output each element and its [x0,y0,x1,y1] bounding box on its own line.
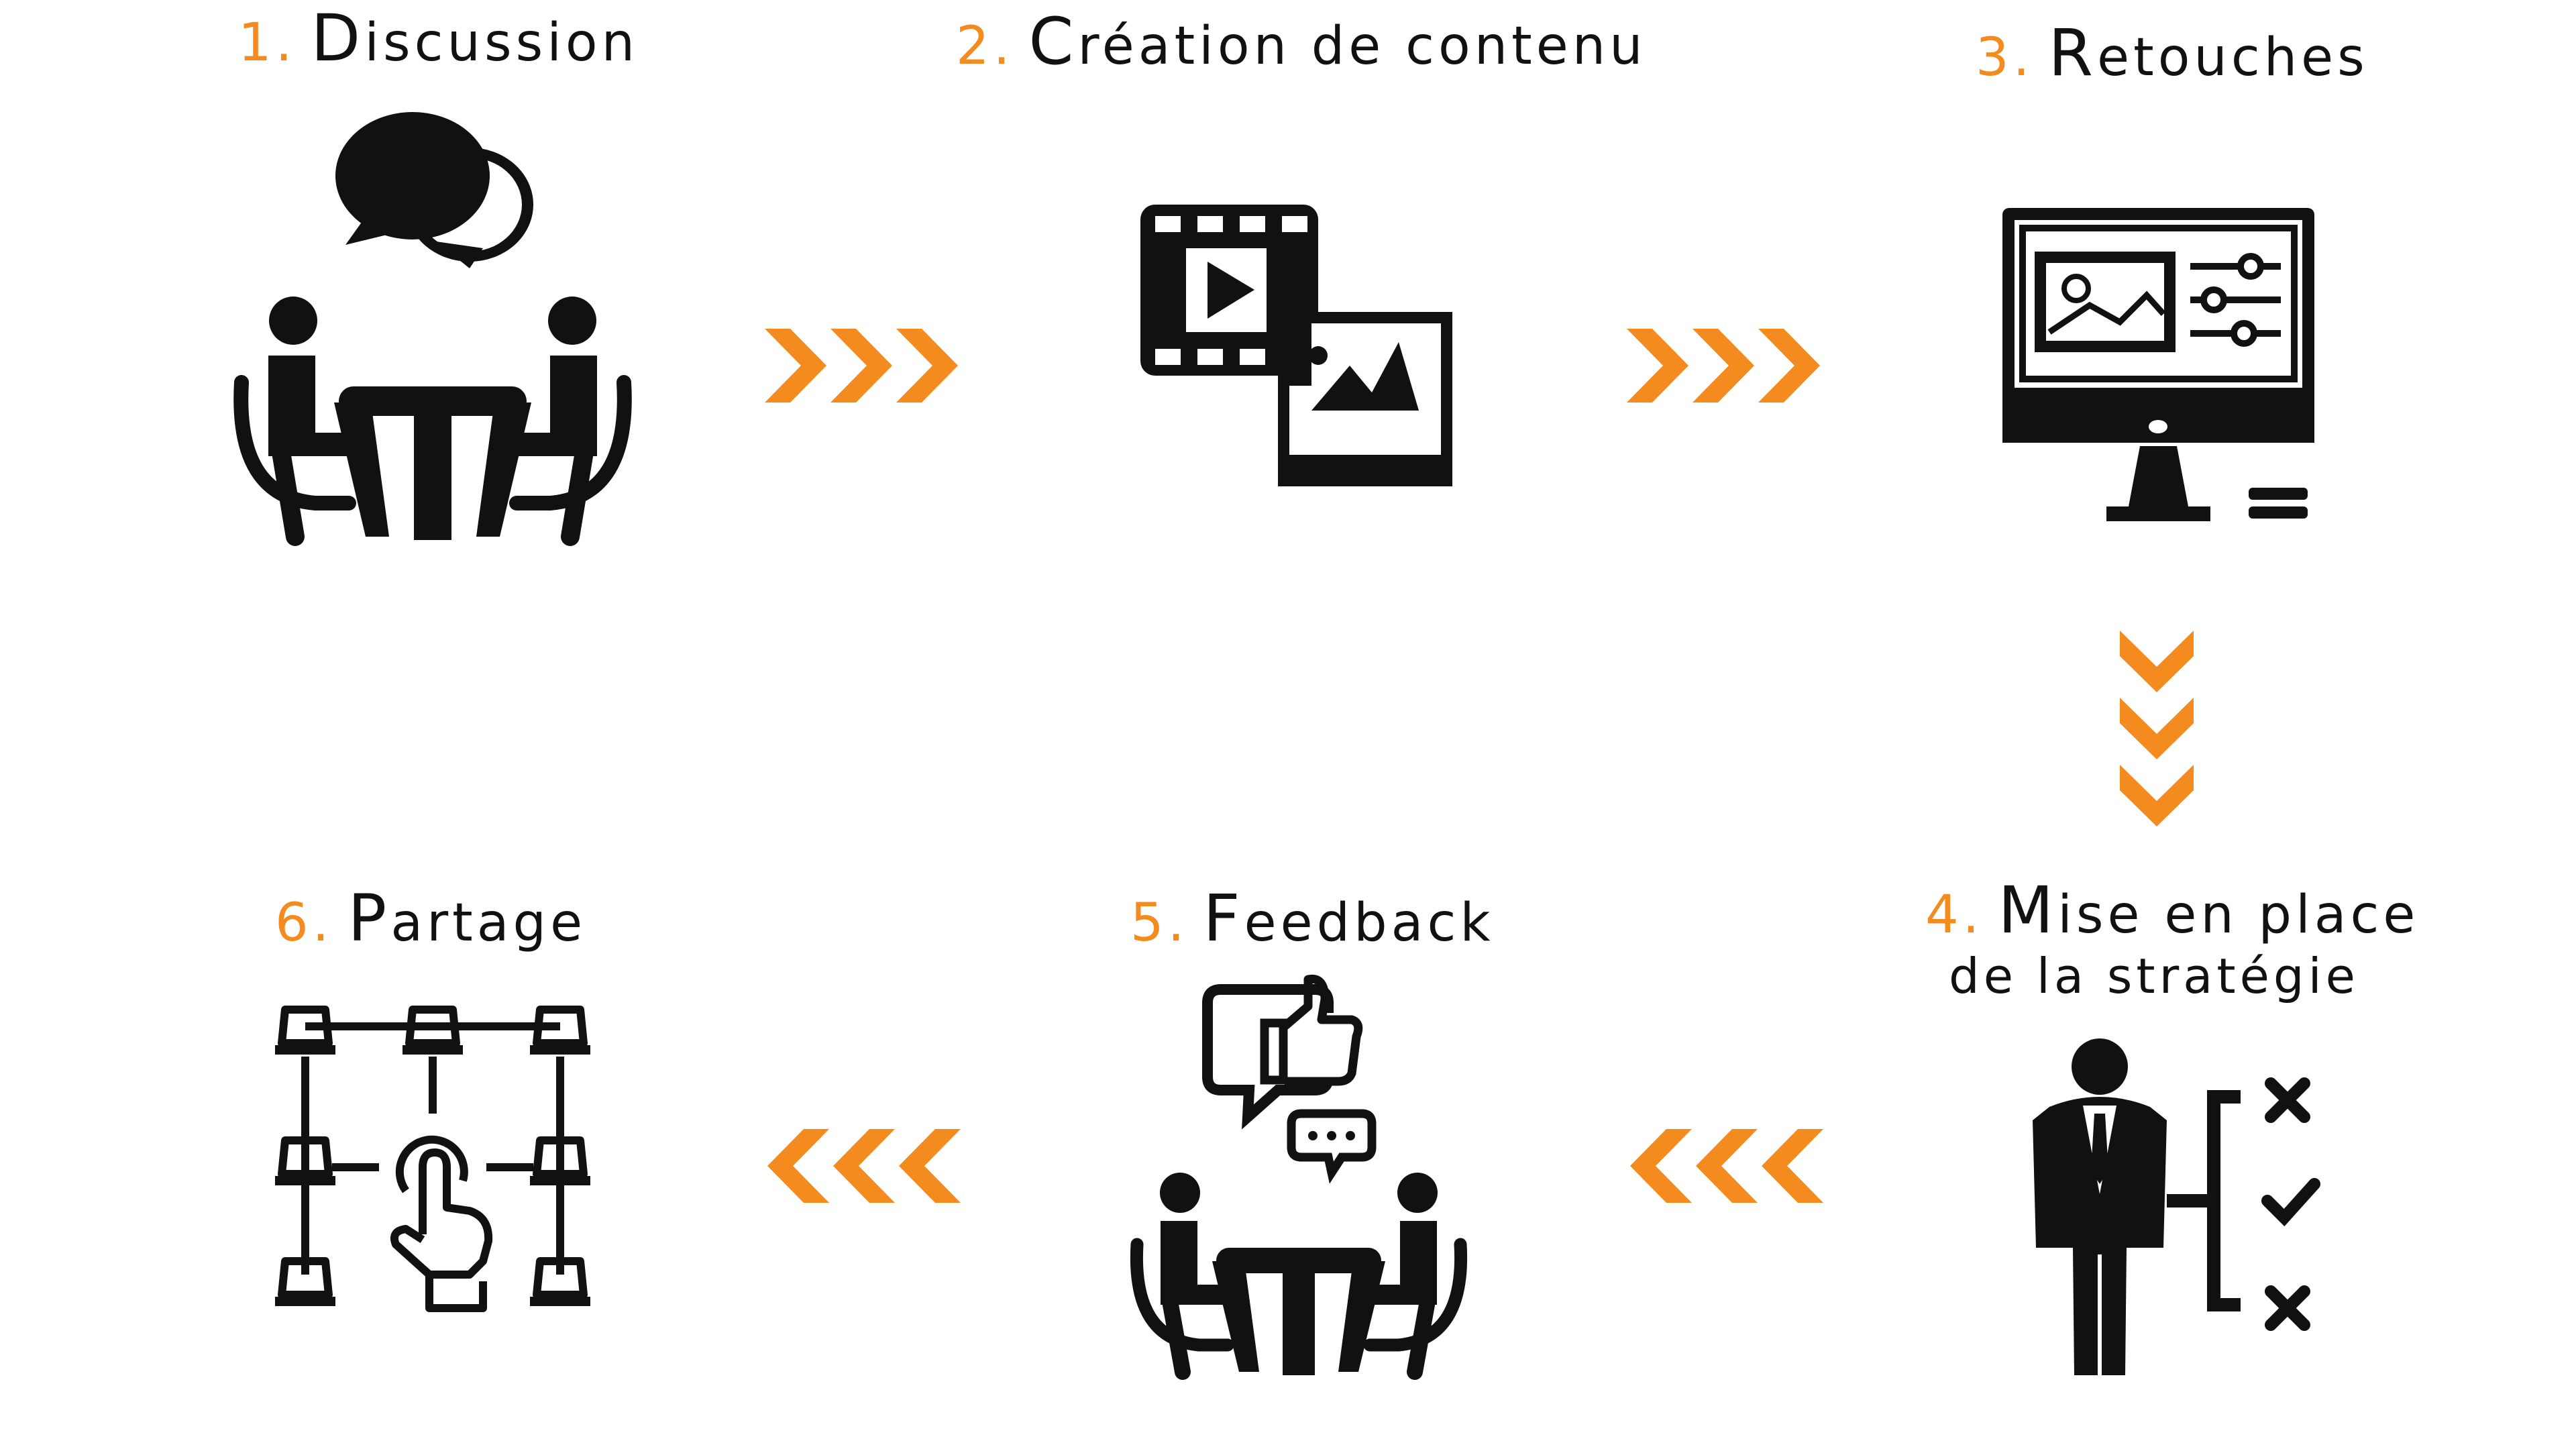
triple-chevron-right-icon [1627,329,1820,402]
triple-chevron-left-icon [1630,1129,1823,1203]
step-4-title-line2: de la stratégie [1949,948,2359,1004]
discussion-table-icon [233,112,632,546]
laptop-nodes [275,1006,590,1306]
feedback-meeting-icon [1130,974,1468,1380]
step-5-title: 5.Feedback [1130,881,1495,956]
triple-chevron-right-icon [765,329,958,402]
step-1-title: 1.Discussion [238,1,639,76]
step-6-title: 6.Partage [275,881,586,956]
speech-bubbles-icon [335,112,533,268]
step-2-title: 2.Création de contenu [956,4,1647,79]
sharing-network-icon [275,1006,590,1312]
step-4-title: 4.Mise en place [1925,873,2419,948]
pointing-hand-icon [390,1135,493,1312]
step-3-title: 3.Retouches [1976,15,2369,91]
businessman-strategy-icon [2033,1038,2320,1375]
triple-chevron-down-icon [2120,631,2194,826]
monitor-editing-icon [2002,208,2314,521]
triple-chevron-left-icon [767,1129,961,1203]
video-image-content-icon [1140,205,1452,486]
